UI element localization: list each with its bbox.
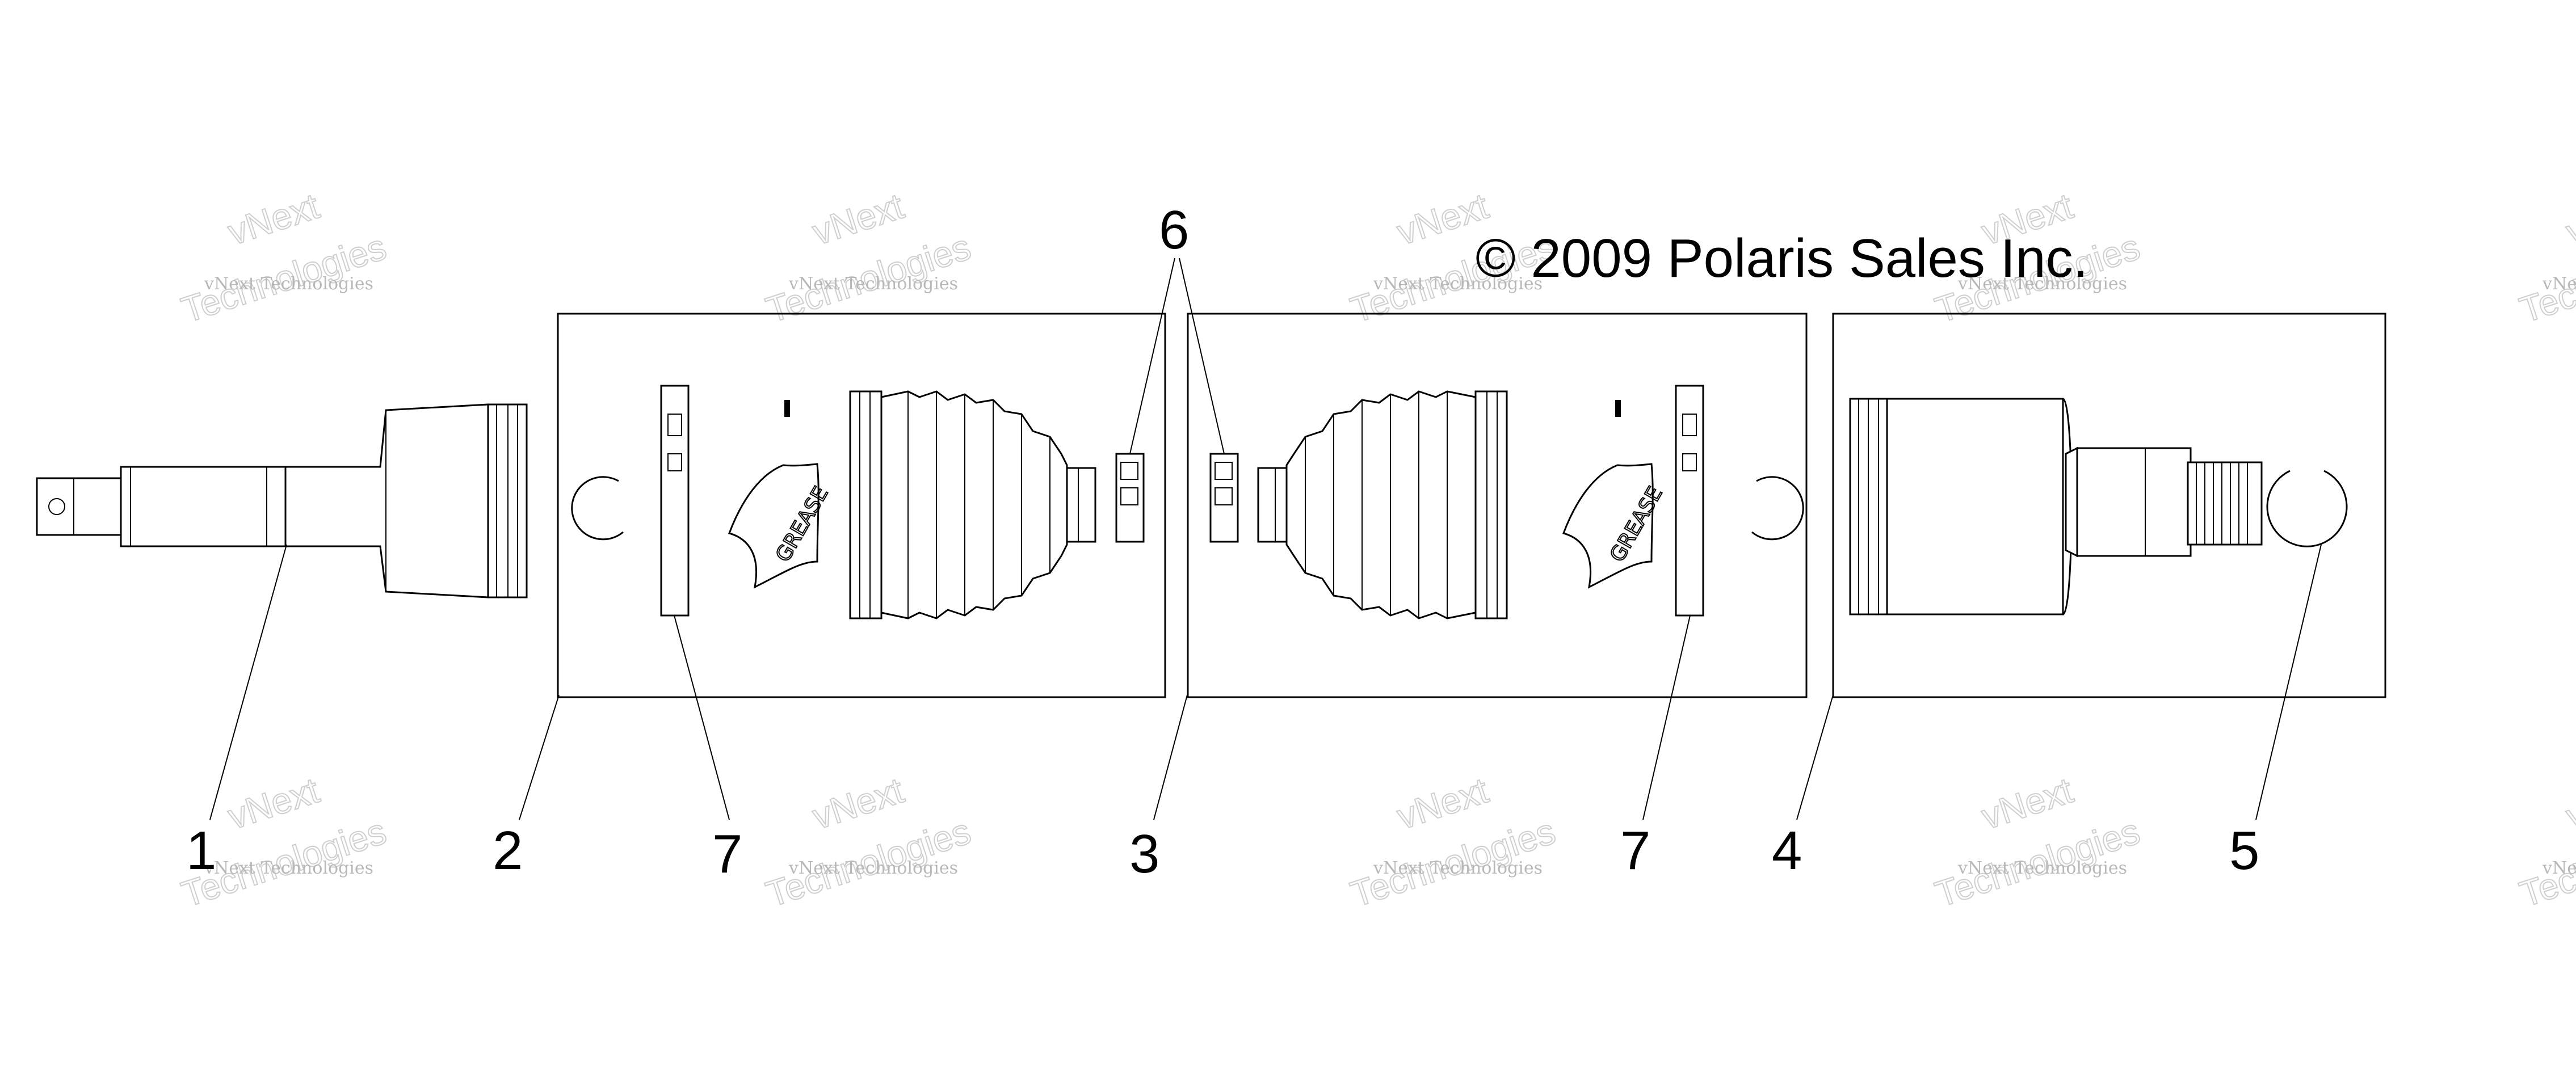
watermark-vnext: vNext xyxy=(223,185,324,253)
svg-text:vNext Technologies: vNext Technologies xyxy=(1373,858,1543,878)
svg-text:vNext: vNext xyxy=(808,185,909,253)
callout-6: 6 xyxy=(1159,200,1189,260)
svg-text:vNext: vNext xyxy=(2561,185,2576,253)
callout-4: 4 xyxy=(1772,820,1802,881)
svg-text:vNext Technologies: vNext Technologies xyxy=(204,858,373,878)
callout-1: 1 xyxy=(186,820,216,881)
svg-text:vNext Technologies: vNext Technologies xyxy=(1957,274,2127,294)
svg-text:vNext: vNext xyxy=(1977,770,2078,837)
svg-text:vNext: vNext xyxy=(223,770,324,837)
watermark: vNext Technologies vNext Technologies xyxy=(760,185,976,331)
box2-parts: GREASE xyxy=(571,385,1145,619)
inner-cv-joint xyxy=(1849,398,2263,615)
watermark: vNext Technologies vNext Technologies xyxy=(1930,769,2145,916)
watermark: vNext Technologies vNext Technologies xyxy=(176,185,392,331)
callout-2: 2 xyxy=(493,820,523,881)
retaining-ring-left xyxy=(571,476,624,541)
spline xyxy=(2187,461,2263,546)
svg-text:vNext: vNext xyxy=(1392,770,1493,837)
retaining-ring-right xyxy=(1751,476,1804,541)
kit-box-4 xyxy=(1832,313,2386,698)
watermark: vNext Technologies vNext Technologies xyxy=(2514,185,2576,331)
cv-boot-left xyxy=(849,390,1096,619)
cv-boot-right xyxy=(1257,390,1508,619)
callout-7-right: 7 xyxy=(1620,820,1650,881)
boot-clamp-right xyxy=(1675,385,1704,617)
boot-clamp-left-1 xyxy=(660,385,690,617)
box3-parts: GREASE xyxy=(1209,385,1804,619)
copyright-text: © 2009 Polaris Sales Inc. xyxy=(1476,228,2088,289)
svg-text:vNext Technologies: vNext Technologies xyxy=(1373,274,1543,294)
svg-text:vNext Technologies: vNext Technologies xyxy=(2542,274,2576,294)
watermark: vNext Technologies vNext Technologies xyxy=(1345,769,1561,916)
grease-packet-left: GREASE xyxy=(728,400,834,589)
leader-lines xyxy=(209,258,2322,820)
callouts: 1 2 7 3 7 4 5 6 xyxy=(186,200,2259,884)
kit-box-3 xyxy=(1187,313,1808,698)
watermark: vNext Technologies vNext Technologies xyxy=(760,769,976,916)
kit-box-2 xyxy=(557,313,1166,698)
svg-text:vNext Technologies: vNext Technologies xyxy=(788,858,958,878)
callout-5: 5 xyxy=(2229,820,2259,881)
svg-text:vNext: vNext xyxy=(808,770,909,837)
svg-text:vNext Technologies: vNext Technologies xyxy=(1957,858,2127,878)
svg-text:vNext: vNext xyxy=(2561,770,2576,837)
grease-packet-right: GREASE xyxy=(1562,400,1668,589)
outer-cv-joint xyxy=(36,403,528,598)
circlip-5 xyxy=(2266,470,2348,547)
watermark-small: vNext Technologies xyxy=(204,274,373,294)
svg-text:vNext Technologies: vNext Technologies xyxy=(788,274,958,294)
callout-3: 3 xyxy=(1129,824,1159,884)
watermark: vNext Technologies vNext Technologies xyxy=(2514,769,2576,916)
callout-7-left: 7 xyxy=(712,824,742,884)
svg-text:vNext Technologies: vNext Technologies xyxy=(2542,858,2576,878)
